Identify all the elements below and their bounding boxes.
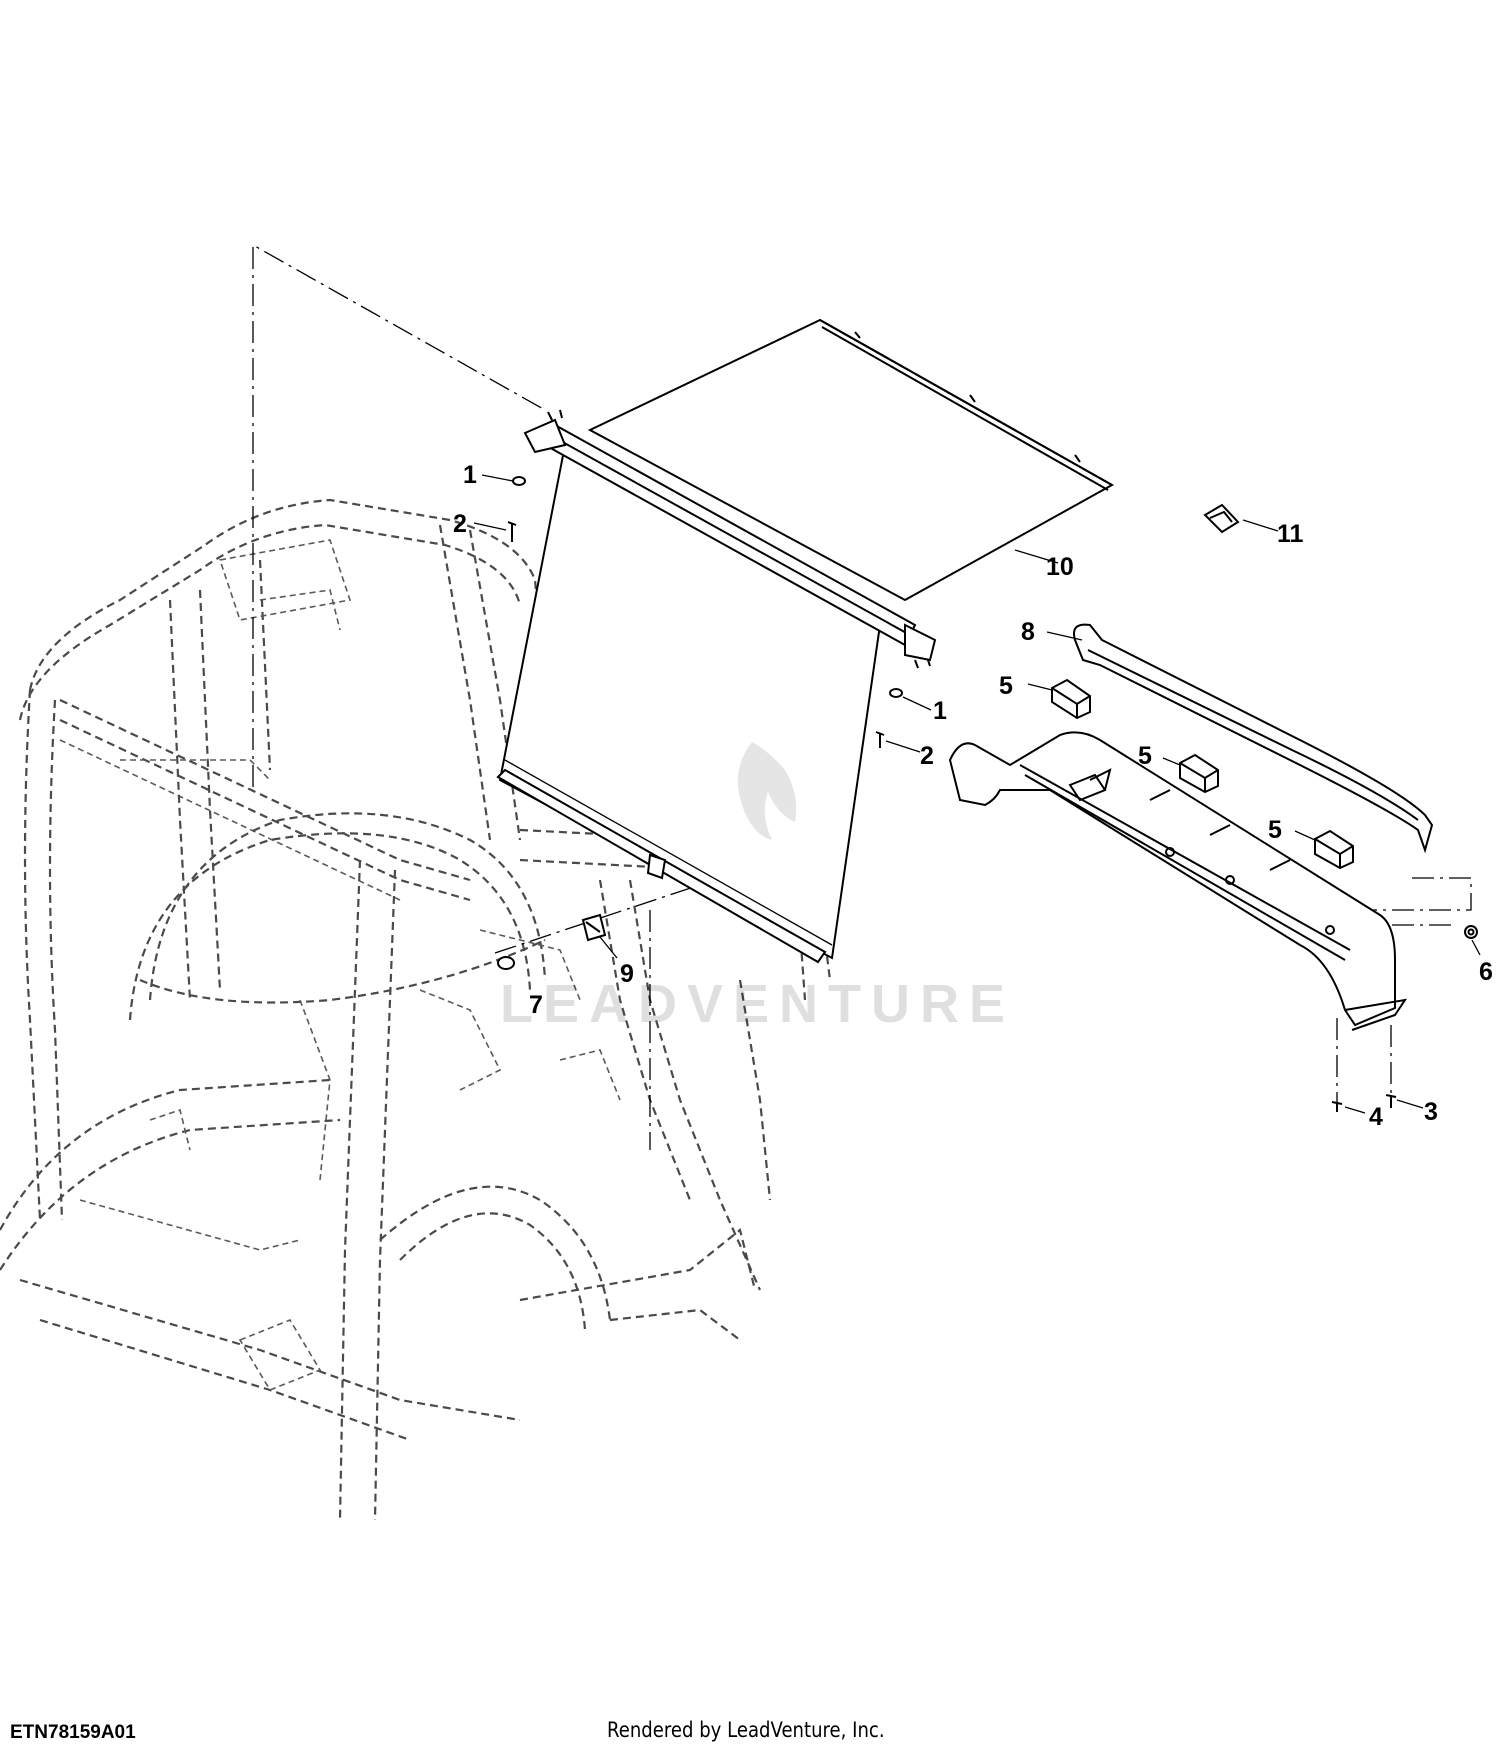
callout-5: 5 (999, 672, 1013, 700)
item-8-handle (1073, 623, 1434, 854)
lower-trim-panel (948, 731, 1408, 1031)
hardware (497, 476, 1478, 1112)
leader-lines (473, 474, 1481, 1114)
callout-2: 2 (920, 742, 934, 770)
watermark-text: LEADVENTURE (500, 974, 1015, 1034)
callout-2: 2 (453, 510, 467, 538)
callout-10: 10 (1046, 553, 1074, 581)
callout-6: 6 (1479, 958, 1493, 986)
callout-9: 9 (620, 960, 634, 988)
callout-1: 1 (463, 461, 477, 489)
item-5-pads (1051, 678, 1354, 870)
flame-logo-icon (737, 742, 797, 840)
leadventure-watermark: LEADVENTURE (500, 742, 1015, 1034)
figure-id: ETN78159A01 (10, 1722, 136, 1743)
rendered-by-credit: Rendered by LeadVenture, Inc. (607, 1718, 885, 1742)
roller-shade (496, 318, 1115, 964)
callout-labels: 1 2 10 11 8 5 1 2 5 5 9 7 6 4 3 (453, 461, 1493, 1131)
callout-8: 8 (1021, 618, 1035, 646)
callout-5: 5 (1268, 816, 1282, 844)
callout-4: 4 (1369, 1103, 1383, 1131)
callout-7: 7 (529, 991, 543, 1019)
item-11-clip (1203, 503, 1240, 534)
callout-11: 11 (1277, 520, 1304, 548)
callout-1: 1 (933, 697, 947, 725)
callout-3: 3 (1424, 1098, 1438, 1126)
callout-5: 5 (1138, 742, 1152, 770)
